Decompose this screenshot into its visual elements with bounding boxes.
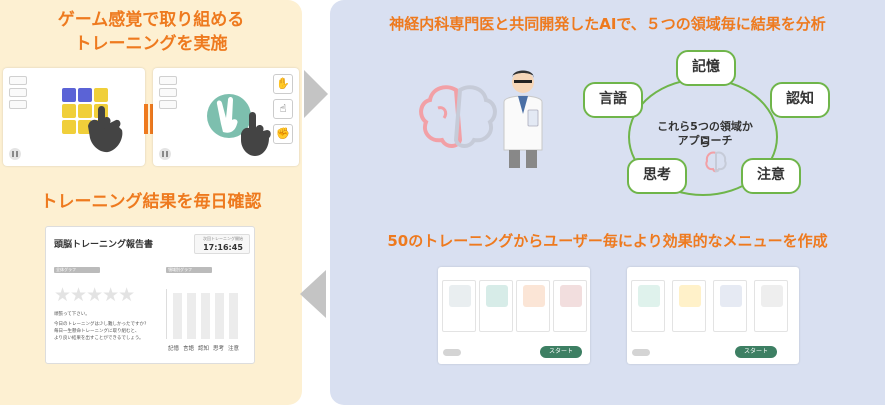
next-training-time: 17:16:45: [203, 243, 243, 252]
report-title: 頭脳トレーニング報告書: [54, 240, 154, 250]
arrow-right-icon: [304, 70, 328, 118]
start-button[interactable]: スタート: [540, 346, 582, 358]
back-button[interactable]: [443, 349, 461, 356]
circle-text-line1: これら5つの領域から: [657, 120, 753, 149]
hand-choice-column: ✋ ☝ ✊: [273, 74, 293, 154]
domain-cognition: 認知: [770, 82, 830, 118]
tile-icon: [720, 285, 742, 307]
tile-icon: [761, 285, 783, 307]
training-tile[interactable]: [631, 280, 665, 332]
tile-icon: [560, 285, 582, 307]
mini-card: [159, 100, 177, 109]
game-screenshot-grid: [3, 68, 145, 166]
peace-hand-icon: [207, 94, 271, 156]
training-tile[interactable]: [516, 280, 550, 332]
section-domain: 領域別グラフ: [166, 267, 212, 273]
brain-icon: [419, 85, 497, 148]
training-tile[interactable]: [553, 280, 587, 332]
left-title-line2: トレーニングを実施: [74, 34, 228, 54]
orange-tab: [150, 104, 154, 134]
arrow-left-icon: [300, 270, 326, 318]
left-title-line1: ゲーム感覚で取り組める: [57, 10, 245, 30]
ai-analysis-title: 神経内科専門医と共同開発したAIで、５つの領域毎に結果を分析: [389, 15, 826, 33]
left-title: ゲーム感覚で取り組める トレーニングを実施: [0, 8, 302, 56]
game-screenshot-hand: ✋ ☝ ✊: [153, 68, 299, 166]
tile-icon: [523, 285, 545, 307]
report-msg: より良い結果を出すことができるでしょう。: [54, 336, 144, 341]
next-training-label: 次回トレーニング開始: [203, 236, 243, 241]
star-rating: ★★★★★: [54, 284, 135, 306]
hand-fist-icon[interactable]: ✊: [273, 124, 293, 144]
bar-label: 注意: [228, 346, 240, 352]
doctor-icon: [503, 70, 543, 168]
mini-card: [9, 76, 27, 85]
mini-card: [159, 76, 177, 85]
menu-creation-title: 50のトレーニングからユーザー毎により効果的なメニューを作成: [387, 232, 828, 250]
circle-text-line2: アプローチ: [677, 134, 733, 147]
training-report: 頭脳トレーニング報告書 次回トレーニング開始 17:16:45 全体グラフ 領域…: [45, 226, 255, 364]
report-msg: 今日のトレーニングは少し難しかったですか?: [54, 322, 147, 327]
report-msg: 毎日一生懸命トレーニングに取り組むと、: [54, 329, 140, 334]
domain-language: 言語: [583, 82, 643, 118]
tile-icon: [486, 285, 508, 307]
bar-language: [187, 293, 196, 339]
training-tile[interactable]: [479, 280, 513, 332]
bar-label: 言語: [183, 346, 195, 352]
results-title: トレーニング結果を毎日確認: [40, 192, 262, 212]
bar-attention: [229, 293, 238, 339]
training-menu-screenshot: スタート: [438, 267, 590, 364]
left-panel: ゲーム感覚で取り組める トレーニングを実施: [0, 0, 302, 405]
domain-memory: 記憶: [676, 50, 736, 86]
hand-point-icon[interactable]: ☝: [273, 99, 293, 119]
start-button[interactable]: スタート: [735, 346, 777, 358]
right-panel: 神経内科専門医と共同開発したAIで、５つの領域毎に結果を分析 これら5つの領域か…: [330, 0, 885, 405]
tile-icon: [679, 285, 701, 307]
pause-icon[interactable]: [9, 148, 21, 160]
bar-memory: [173, 293, 182, 339]
training-menu-screenshot: スタート: [627, 267, 799, 364]
domain-bar-chart: [166, 289, 246, 339]
next-training-box: 次回トレーニング開始 17:16:45: [194, 234, 250, 254]
tile-icon: [449, 285, 471, 307]
report-msg: 頑張って下さい。: [54, 312, 90, 317]
training-tile[interactable]: [672, 280, 706, 332]
bar-cognition: [201, 293, 210, 339]
bar-label: 思考: [213, 346, 225, 352]
domain-attention: 注意: [741, 158, 801, 194]
training-tile[interactable]: [713, 280, 747, 332]
section-overall: 全体グラフ: [54, 267, 100, 273]
grid-puzzle-icon: [62, 88, 123, 153]
bar-label: 記憶: [168, 346, 180, 352]
back-button[interactable]: [632, 349, 650, 356]
tile-icon: [638, 285, 660, 307]
hand-open-icon[interactable]: ✋: [273, 74, 293, 94]
training-tile[interactable]: [754, 280, 788, 332]
pause-icon[interactable]: [159, 148, 171, 160]
mini-card: [9, 88, 27, 97]
small-brain-icon: [705, 151, 727, 173]
bar-thinking: [215, 293, 224, 339]
mini-card: [159, 88, 177, 97]
orange-tab: [144, 104, 148, 134]
mini-card: [9, 100, 27, 109]
domain-thinking: 思考: [627, 158, 687, 194]
bar-label: 認知: [198, 346, 210, 352]
training-tile[interactable]: [442, 280, 476, 332]
